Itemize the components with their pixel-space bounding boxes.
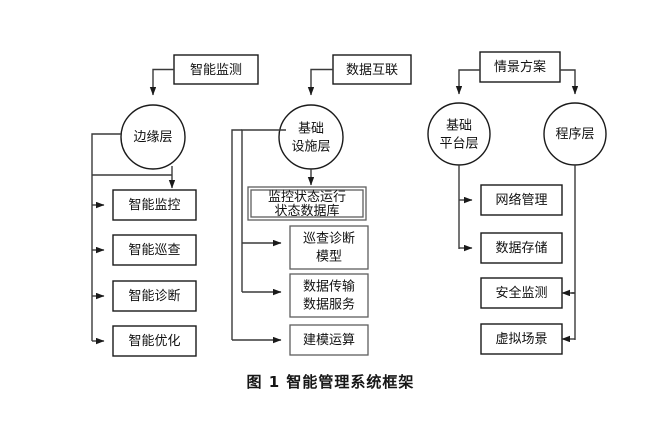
box-right-item-security-label: 安全监测	[495, 285, 547, 301]
circle-infrastructure-layer-label-2: 设施层	[291, 140, 330, 155]
box-middle-source-label: 数据互联	[346, 63, 398, 78]
box-right-item-virtual	[480, 323, 563, 355]
box-left-item-1-label: 智能巡查	[128, 243, 180, 258]
circle-platform-layer-label-2: 平台层	[439, 137, 478, 152]
box-left-item-0	[112, 189, 197, 221]
box-middle-model-label-2: 模型	[316, 250, 342, 265]
circle-edge-layer-label: 边缘层	[133, 130, 172, 145]
box-middle-database-inner	[250, 189, 364, 218]
box-left-item-3	[112, 325, 197, 357]
box-right-item-storage-label: 数据存储	[495, 241, 547, 256]
box-middle-service-label-2: 数据服务	[303, 297, 355, 313]
box-right-source-label: 情景方案	[494, 59, 546, 75]
box-left-source-label: 智能监测	[190, 63, 242, 78]
box-left-item-3-label: 智能优化	[128, 334, 180, 349]
figure-caption: 图 1 智能管理系统框架	[246, 373, 415, 391]
box-middle-service	[289, 273, 369, 318]
circle-infrastructure-layer-label-1: 基础	[298, 122, 324, 137]
box-right-item-storage	[480, 232, 563, 264]
link-infra-bus-outer	[231, 129, 242, 340]
circle-edge-layer	[120, 104, 186, 170]
box-right-item-network	[480, 184, 563, 216]
link-source-to-edge-layer	[149, 68, 174, 96]
link-source-to-program-layer	[560, 69, 579, 95]
link-edge-layer-bus	[91, 133, 121, 341]
circle-platform-layer	[427, 102, 491, 166]
box-middle-model-label-1: 巡查诊断	[303, 232, 355, 247]
box-middle-compute	[289, 324, 369, 356]
box-left-item-2-label: 智能诊断	[128, 289, 180, 304]
box-middle-compute-label: 建模运算	[303, 333, 355, 348]
box-left-item-2	[112, 280, 197, 312]
box-middle-database-label-2: 状态数据库	[274, 203, 339, 219]
box-middle-source	[332, 54, 412, 85]
circle-platform-layer-label-1: 基础	[446, 119, 472, 134]
box-middle-database-label-1: 监控状态运行	[268, 190, 346, 205]
circle-program-layer-label: 程序层	[555, 127, 594, 142]
box-right-item-network-label: 网络管理	[495, 192, 547, 208]
link-source-to-infra-layer	[307, 68, 333, 96]
box-right-item-virtual-label: 虚拟场景	[495, 332, 547, 347]
box-left-item-0-label: 智能监控	[128, 198, 180, 213]
box-left-item-1	[112, 234, 197, 266]
box-middle-service-label-1: 数据传输	[303, 279, 355, 295]
circle-infrastructure-layer	[278, 104, 344, 170]
link-source-to-platform-layer	[455, 69, 480, 95]
box-middle-model	[289, 225, 369, 270]
box-right-source	[479, 51, 561, 83]
